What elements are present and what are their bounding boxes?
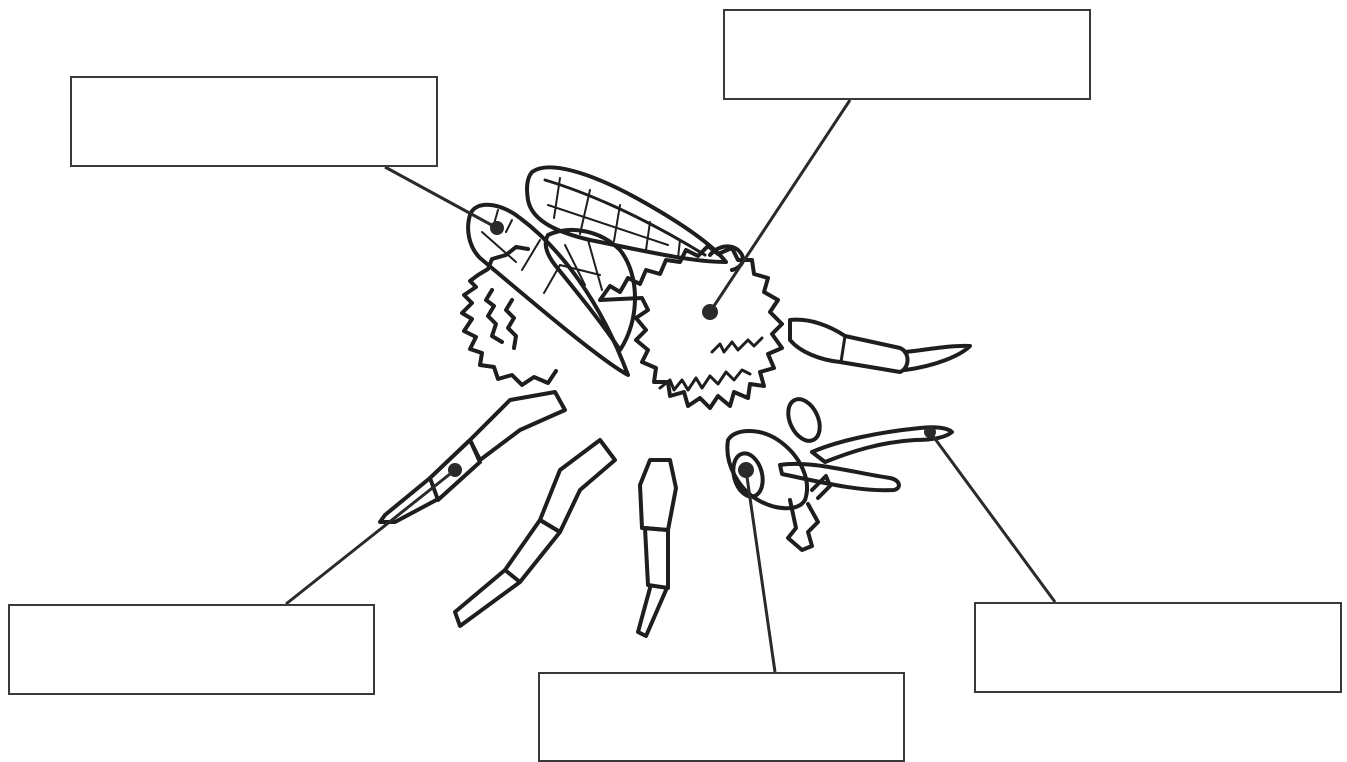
label-box-eye[interactable] — [538, 672, 905, 762]
label-box-leg[interactable] — [8, 604, 375, 695]
bee-fore-wing — [527, 167, 726, 262]
label-box-thorax[interactable] — [723, 9, 1091, 100]
bee-abdomen — [462, 247, 556, 385]
bee-antenna-lower — [780, 464, 899, 490]
dot-eye — [738, 462, 754, 478]
dot-thorax — [702, 304, 718, 320]
bee-ocellus-bump — [782, 394, 826, 446]
bee-mouthparts — [788, 476, 830, 550]
thorax-fur-line — [660, 370, 750, 390]
leg-middle-1-seg — [505, 520, 560, 582]
label-box-antenna[interactable] — [974, 602, 1342, 693]
leg-left-front — [470, 392, 565, 460]
leg-middle-1-tip — [455, 570, 520, 626]
leader-wing — [385, 167, 497, 228]
thorax-fur-line-2 — [712, 338, 762, 352]
dot-antenna — [924, 426, 936, 438]
leg-right-front-tip — [905, 346, 970, 370]
leg-right-front-seg — [841, 336, 845, 362]
dot-wing — [490, 221, 504, 235]
leader-thorax — [710, 100, 850, 312]
dot-leg — [448, 463, 462, 477]
leg-middle-2-tip — [638, 588, 666, 636]
abdomen-stripe-2 — [506, 300, 516, 348]
abdomen-stripe-1 — [486, 290, 502, 342]
leg-middle-2 — [640, 460, 676, 530]
leg-right-front — [790, 320, 908, 372]
leader-leg — [286, 470, 455, 604]
leg-middle-1 — [540, 440, 615, 532]
leg-middle-2-seg — [645, 528, 668, 588]
leader-antenna — [930, 432, 1055, 602]
label-box-wing[interactable] — [70, 76, 438, 167]
